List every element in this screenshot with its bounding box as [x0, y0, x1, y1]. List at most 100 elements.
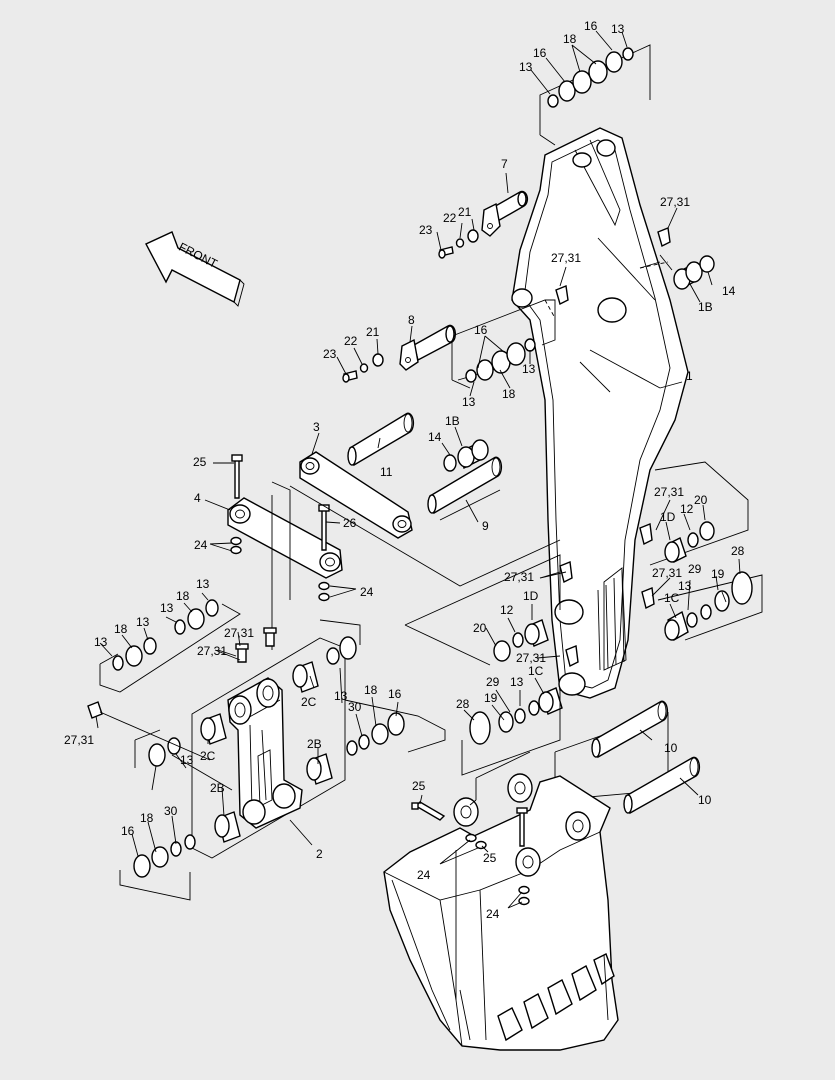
pin-11	[347, 412, 415, 467]
label: 19	[484, 691, 498, 705]
link-4	[227, 497, 343, 579]
label: 27,31	[504, 570, 534, 584]
label: 24	[417, 868, 431, 882]
pin-9	[427, 456, 503, 515]
label: 26	[343, 516, 357, 530]
label: 13	[196, 577, 210, 591]
label: 8	[408, 313, 415, 327]
left-shim-stack-a	[112, 637, 157, 671]
bushing-1c-left	[469, 687, 563, 745]
top-shim-stack	[547, 47, 634, 108]
label: 24	[486, 907, 500, 921]
label: 11	[380, 465, 393, 479]
label: 14	[722, 284, 736, 298]
label: 21	[366, 325, 380, 339]
grease-fittings-arm	[555, 227, 671, 668]
label: 4	[194, 491, 201, 505]
link-2	[227, 677, 303, 829]
label: 21	[458, 205, 472, 219]
label: 18	[140, 811, 154, 825]
label: 16	[533, 46, 547, 60]
label: 24	[360, 585, 374, 599]
bucket	[383, 773, 619, 1051]
label: 14	[428, 430, 442, 444]
middle-shim-stack	[465, 338, 536, 383]
label: 2C	[200, 749, 216, 763]
label: 19	[711, 567, 725, 581]
bolt-26	[318, 504, 330, 602]
label: 13	[136, 615, 150, 629]
label: 13	[611, 22, 625, 36]
label: 2B	[210, 781, 225, 795]
label: 29	[688, 562, 702, 576]
label: 27,31	[516, 651, 546, 665]
label: 27,31	[654, 485, 684, 499]
label: 22	[344, 334, 358, 348]
label: 27,31	[64, 733, 94, 747]
bushing-1d-left	[493, 619, 549, 662]
label: 28	[456, 697, 470, 711]
label: 1B	[698, 300, 713, 314]
label: 9	[482, 519, 489, 533]
bucket-bolts	[411, 801, 530, 906]
label: 28	[731, 544, 745, 558]
pin-8-hardware	[342, 353, 384, 383]
arm-assembly	[511, 127, 689, 699]
label: 13	[678, 579, 692, 593]
bushings-2c-2b	[200, 661, 333, 843]
label: 27,31	[224, 626, 254, 640]
label: 1B	[445, 414, 460, 428]
label: 30	[348, 700, 362, 714]
pin-7	[481, 190, 529, 237]
label: 10	[664, 741, 678, 755]
pin-7-hardware	[438, 229, 479, 259]
label: 16	[121, 824, 135, 838]
pin-8	[399, 324, 457, 371]
label: 1C	[664, 591, 680, 605]
label: 22	[443, 211, 457, 225]
label: 18	[502, 387, 516, 401]
label: 30	[164, 804, 178, 818]
label: 2B	[307, 737, 322, 751]
label: 1D	[523, 589, 539, 603]
label: 13	[519, 60, 533, 74]
label: 27,31	[551, 251, 581, 265]
link2-shims-right	[326, 636, 405, 756]
label: 1C	[528, 664, 544, 678]
label: 23	[419, 223, 433, 237]
label: 29	[486, 675, 500, 689]
label: 25	[483, 851, 497, 865]
label: 16	[584, 19, 598, 33]
label: 18	[176, 589, 190, 603]
label: 12	[500, 603, 514, 617]
front-arrow: FRONT	[145, 231, 245, 307]
part-labels: 16 13 18 16 13 7 27,31 22 21 23 27,31 14…	[64, 19, 745, 921]
label: 13	[510, 675, 524, 689]
label: 27,31	[197, 644, 227, 658]
bushing-1c-right	[664, 571, 753, 642]
pin-10-upper	[591, 700, 669, 759]
label: 23	[323, 347, 337, 361]
label: 3	[313, 420, 320, 434]
label: 25	[412, 779, 426, 793]
label: 13	[94, 635, 108, 649]
label: 20	[694, 493, 708, 507]
label: 10	[698, 793, 712, 807]
label: 1	[686, 369, 693, 383]
pin-10-lower	[623, 756, 701, 815]
label: 13	[160, 601, 174, 615]
label: 13	[462, 395, 476, 409]
label: 13	[180, 753, 194, 767]
label: 2C	[301, 695, 317, 709]
bushing-1b-right	[673, 255, 715, 290]
link2-shims-left	[133, 737, 196, 878]
label: 20	[473, 621, 487, 635]
label: 18	[114, 622, 128, 636]
label: 16	[474, 323, 488, 337]
label: 1D	[660, 510, 676, 524]
label: 12	[680, 502, 694, 516]
arm-body	[511, 127, 689, 699]
link-3	[299, 451, 413, 539]
label: 25	[193, 455, 207, 469]
